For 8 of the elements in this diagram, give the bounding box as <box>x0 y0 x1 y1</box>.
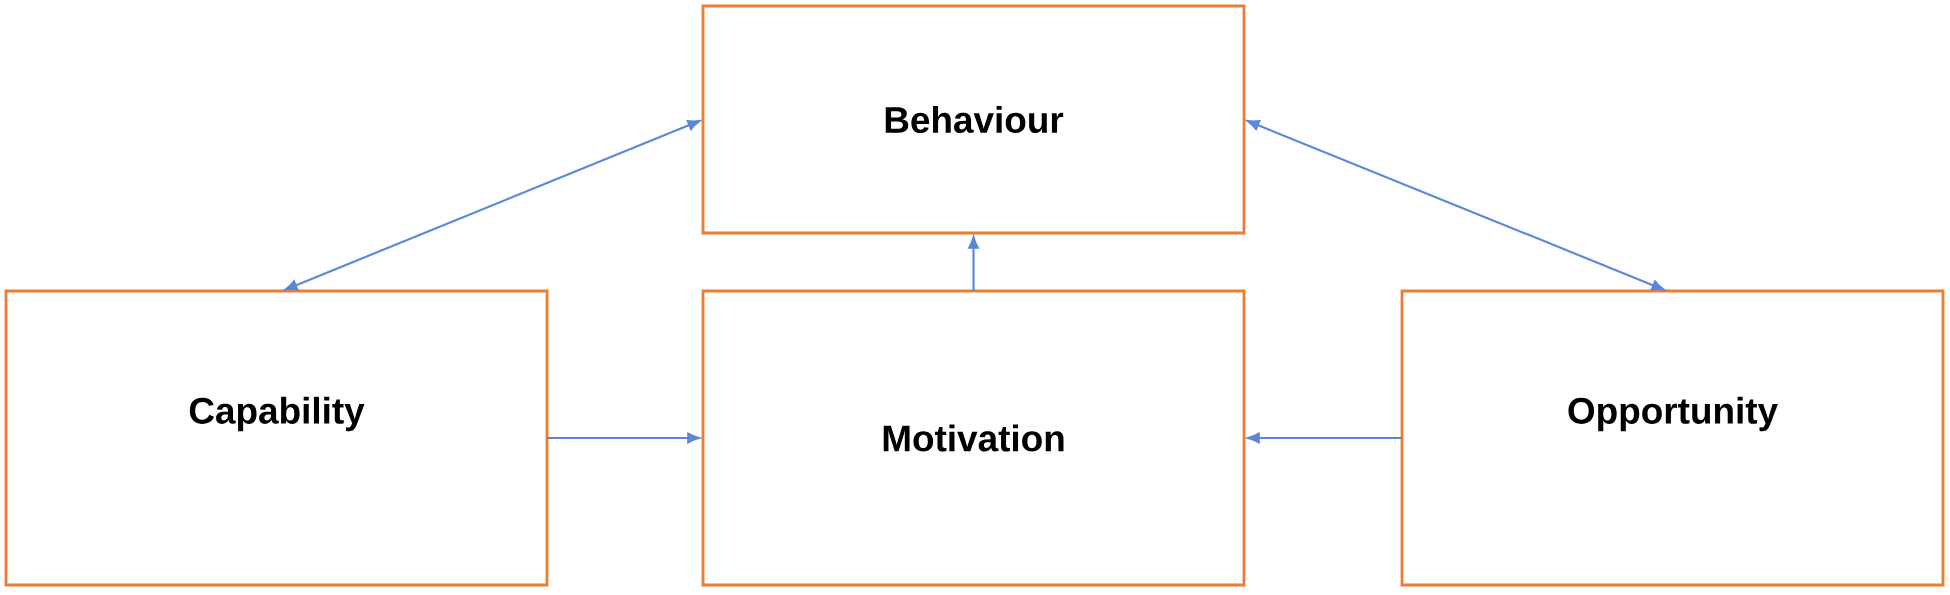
arrow <box>1247 432 1402 444</box>
process-box: Capability <box>4 289 549 587</box>
process-box: Behaviour <box>701 4 1246 235</box>
process-box: Opportunity <box>1400 289 1945 587</box>
process-box: Motivation <box>701 289 1246 587</box>
arrow <box>1246 120 1665 291</box>
arrow <box>284 120 701 291</box>
arrow <box>547 432 700 444</box>
